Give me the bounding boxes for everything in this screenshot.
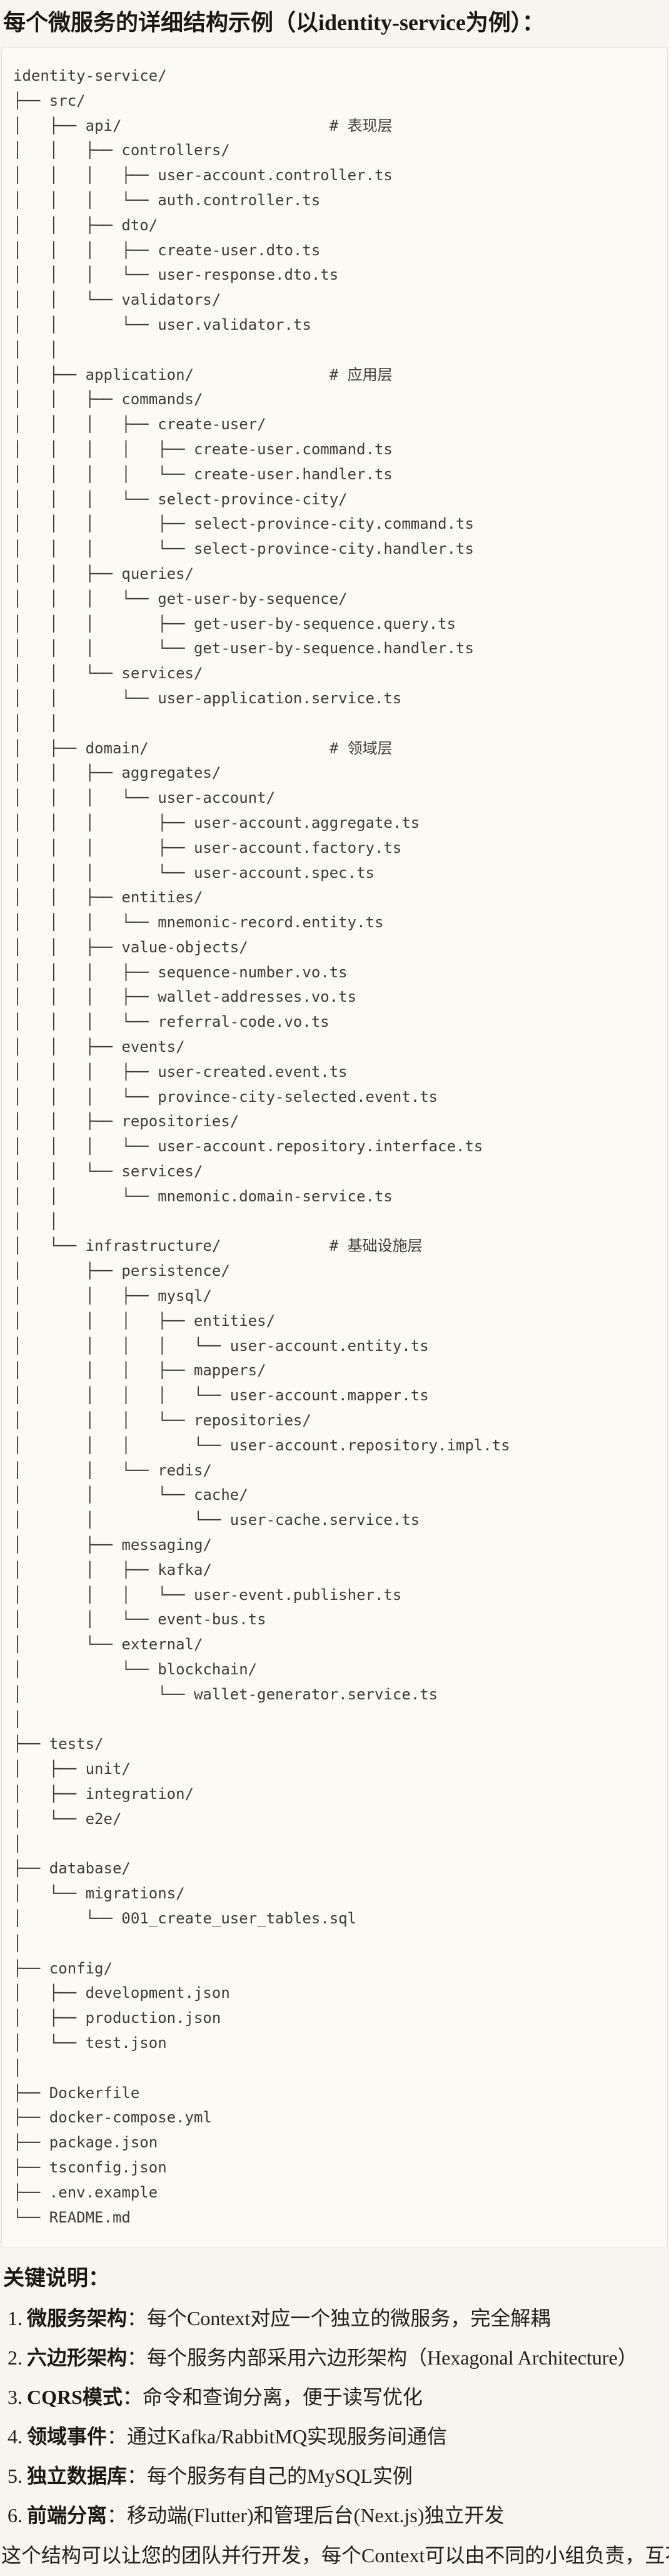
notes-heading: 关键说明： <box>3 2267 109 2291</box>
directory-tree: identity-service/ ├── src/ │ ├── api/ # … <box>13 67 510 2226</box>
note-item: 2.六边形架构：每个服务内部采用六边形架构（Hexagonal Architec… <box>0 2348 669 2368</box>
note-item-desc: ：移动端(Flutter)和管理后台(Next.js)独立开发 <box>107 2504 505 2527</box>
note-item-number: 3. <box>8 2386 23 2409</box>
note-item: 5.独立数据库：每个服务有自己的MySQL实例 <box>0 2466 669 2486</box>
closing-paragraph: 这个结构可以让您的团队并行开发，每个Context可以由不同的小组负责，互不干扰… <box>1 2544 669 2567</box>
note-item: 1.微服务架构：每个Context对应一个独立的微服务，完全解耦 <box>0 2308 669 2328</box>
note-item-desc: ：命令和查询分离，便于读写优化 <box>122 2386 423 2409</box>
note-item-term: 领域事件 <box>27 2425 108 2448</box>
note-item-term: 独立数据库 <box>27 2465 128 2488</box>
note-item-term: 微服务架构 <box>27 2307 128 2330</box>
note-item-number: 1. <box>8 2307 23 2330</box>
note-item: 6.前端分离：移动端(Flutter)和管理后台(Next.js)独立开发 <box>0 2505 669 2525</box>
note-item-desc: ：每个服务内部采用六边形架构（Hexagonal Architecture） <box>127 2346 638 2370</box>
page-title: 每个微服务的详细结构示例（以identity-service为例）： <box>3 10 545 35</box>
note-item-desc: ：每个服务有自己的MySQL实例 <box>127 2465 413 2488</box>
note-item-desc: ：每个Context对应一个独立的微服务，完全解耦 <box>127 2307 551 2330</box>
note-item-number: 6. <box>8 2504 23 2527</box>
note-item-term: 前端分离 <box>27 2504 108 2527</box>
note-item-desc: ：通过Kafka/RabbitMQ实现服务间通信 <box>107 2425 447 2448</box>
note-item: 4.领域事件：通过Kafka/RabbitMQ实现服务间通信 <box>0 2426 669 2446</box>
note-item-number: 4. <box>8 2425 23 2448</box>
code-block-card: identity-service/ ├── src/ │ ├── api/ # … <box>1 47 668 2249</box>
note-item-number: 5. <box>8 2465 23 2488</box>
note-item: 3.CQRS模式：命令和查询分离，便于读写优化 <box>0 2387 669 2407</box>
note-item-term: 六边形架构 <box>27 2346 128 2370</box>
note-item-term: CQRS模式 <box>27 2386 123 2409</box>
note-item-number: 2. <box>8 2346 23 2370</box>
